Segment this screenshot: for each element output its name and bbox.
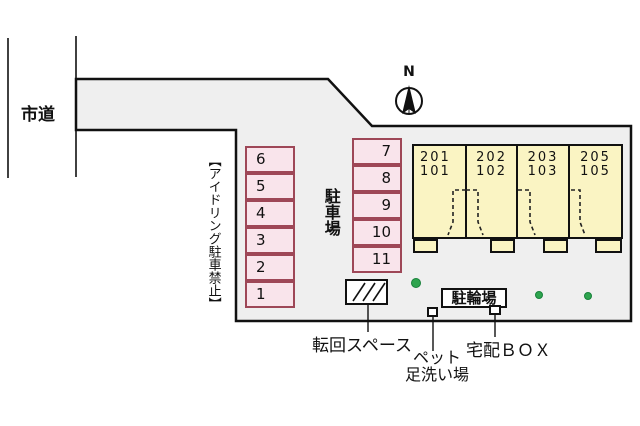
apartment-building: 201 101 202 102 203 103 205 105 xyxy=(412,144,623,239)
shrub-dot xyxy=(411,278,421,288)
building-unit-202-102: 202 102 xyxy=(467,146,519,237)
unit-number-upper: 201 xyxy=(420,150,451,165)
parking-stall-column-left: 6 5 4 3 2 1 xyxy=(245,146,295,308)
parking-stall-3: 3 xyxy=(245,227,295,254)
bicycle-parking-box: 駐輪場 xyxy=(441,288,507,308)
delivery-box-fixture xyxy=(489,305,501,315)
parking-stall-5: 5 xyxy=(245,173,295,200)
shrub-dot xyxy=(584,292,592,300)
building-unit-203-103: 203 103 xyxy=(518,146,571,237)
idling-prohibited-notice: 【アイドリング駐車禁止】 xyxy=(205,154,221,310)
pet-wash-label: ペット 足洗い場 xyxy=(387,349,487,383)
unit-number-upper: 203 xyxy=(527,150,559,165)
parking-stall-4: 4 xyxy=(245,200,295,227)
road-label: 市道 xyxy=(21,105,55,125)
unit-number-upper: 202 xyxy=(476,150,507,165)
entrance-porch xyxy=(595,239,622,253)
building-unit-205-105: 205 105 xyxy=(570,146,621,237)
entrance-porch xyxy=(413,239,438,253)
turning-space-label: 転回スペース xyxy=(312,336,412,356)
parking-stall-10: 10 xyxy=(352,219,402,246)
parking-stall-1: 1 xyxy=(245,281,295,308)
pet-wash-label-line2: 足洗い場 xyxy=(404,365,469,384)
compass-icon xyxy=(395,85,423,115)
parking-stall-7: 7 xyxy=(352,138,402,165)
entrance-porch xyxy=(543,239,568,253)
entrance-porch xyxy=(490,239,515,253)
unit-number-lower: 103 xyxy=(527,164,559,179)
parking-stall-11: 11 xyxy=(352,246,402,273)
delivery-box-label: 宅配ＢＯＸ xyxy=(466,341,551,361)
pet-wash-label-line1: ペット xyxy=(412,348,461,367)
parking-stall-6: 6 xyxy=(245,146,295,173)
parking-area-label: 駐車場 xyxy=(321,188,341,236)
parking-stall-9: 9 xyxy=(352,192,402,219)
parking-stall-column-right: 7 8 9 10 11 xyxy=(352,138,402,273)
unit-number-upper: 205 xyxy=(580,150,611,165)
north-label: N xyxy=(403,64,415,80)
unit-number-lower: 101 xyxy=(420,164,451,179)
unit-number-lower: 105 xyxy=(580,164,611,179)
building-unit-201-101: 201 101 xyxy=(414,146,468,237)
pet-wash-fixture xyxy=(427,307,438,317)
unit-number-lower: 102 xyxy=(476,164,507,179)
shrub-dot xyxy=(535,291,543,299)
parking-stall-2: 2 xyxy=(245,254,295,281)
parking-stall-8: 8 xyxy=(352,165,402,192)
